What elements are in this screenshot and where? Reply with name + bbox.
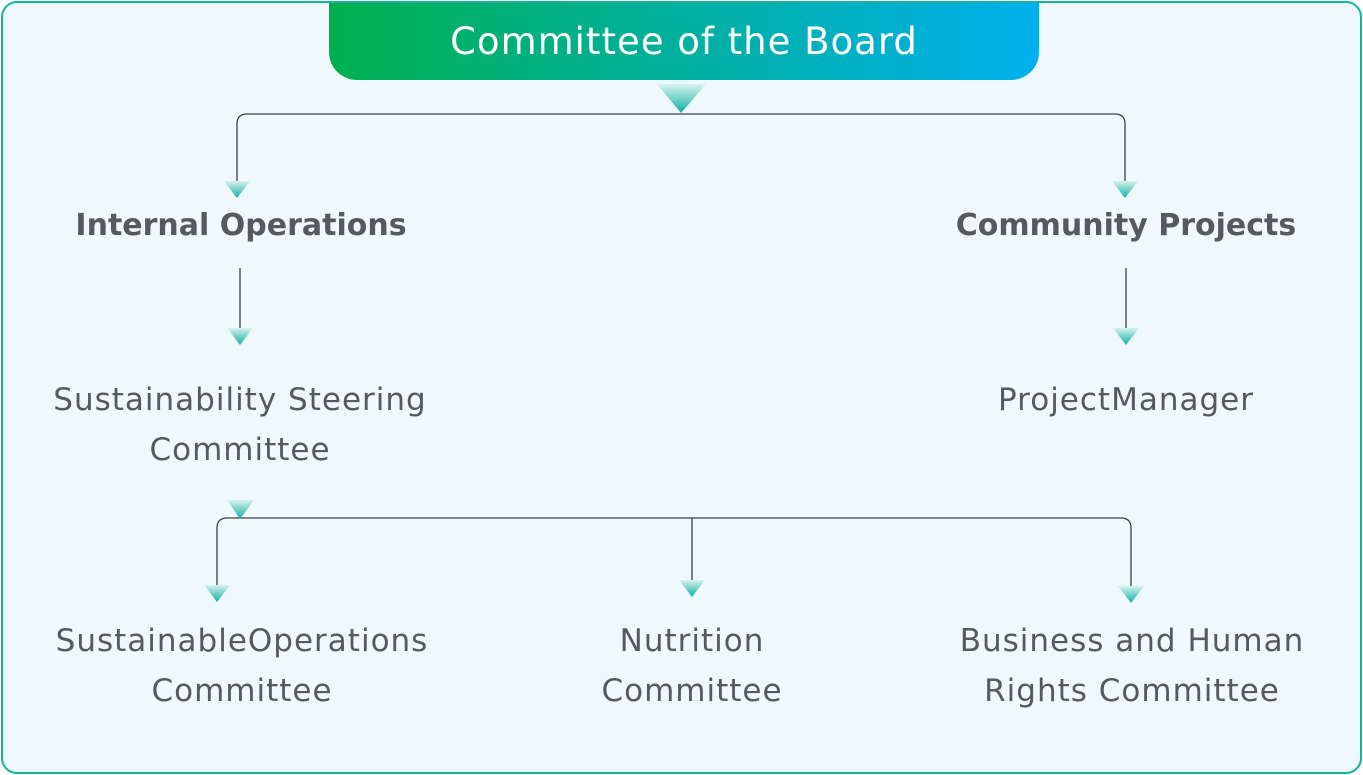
node-label: Community Projects [955,208,1297,243]
connector-bottom-split [216,517,1132,588]
arrow-down-icon [204,585,230,602]
node-internal-operations: Internal Operations [41,201,441,251]
node-label-line-2: Committee [151,673,333,709]
arrow-down-icon [679,580,705,597]
node-label-line-2: Rights Committee [984,673,1280,709]
title-banner: Committee of the Board [329,3,1039,80]
node-sustainable-operations-committee: SustainableOperations Committee [22,616,462,716]
title-arrow-icon [657,84,706,113]
node-label-line-1: Sustainability Steering [53,382,427,418]
chart-title: Committee of the Board [450,20,918,63]
node-label: Internal Operations [75,208,407,243]
connector-top-split [236,113,1126,183]
node-label-line-2: Committee [601,673,783,709]
node-label-line-1: Business and Human [959,623,1305,659]
node-label: ProjectManager [998,382,1254,418]
node-label-line-2: Committee [149,432,331,468]
node-project-manager: ProjectManager [926,375,1326,425]
node-label-line-1: Nutrition [619,623,765,659]
arrow-down-icon [227,500,254,519]
node-label-line-1: SustainableOperations [55,623,429,659]
arrow-down-icon [1118,586,1144,603]
node-nutrition-committee: Nutrition Committee [542,616,842,716]
node-community-projects: Community Projects [926,201,1326,251]
arrow-down-icon [224,181,250,198]
node-sustainability-steering-committee: Sustainability Steering Committee [20,375,460,475]
arrow-down-icon [1112,181,1138,198]
node-business-human-rights-committee: Business and Human Rights Committee [912,616,1352,716]
arrow-down-icon [1113,328,1139,345]
arrow-down-icon [227,328,253,345]
